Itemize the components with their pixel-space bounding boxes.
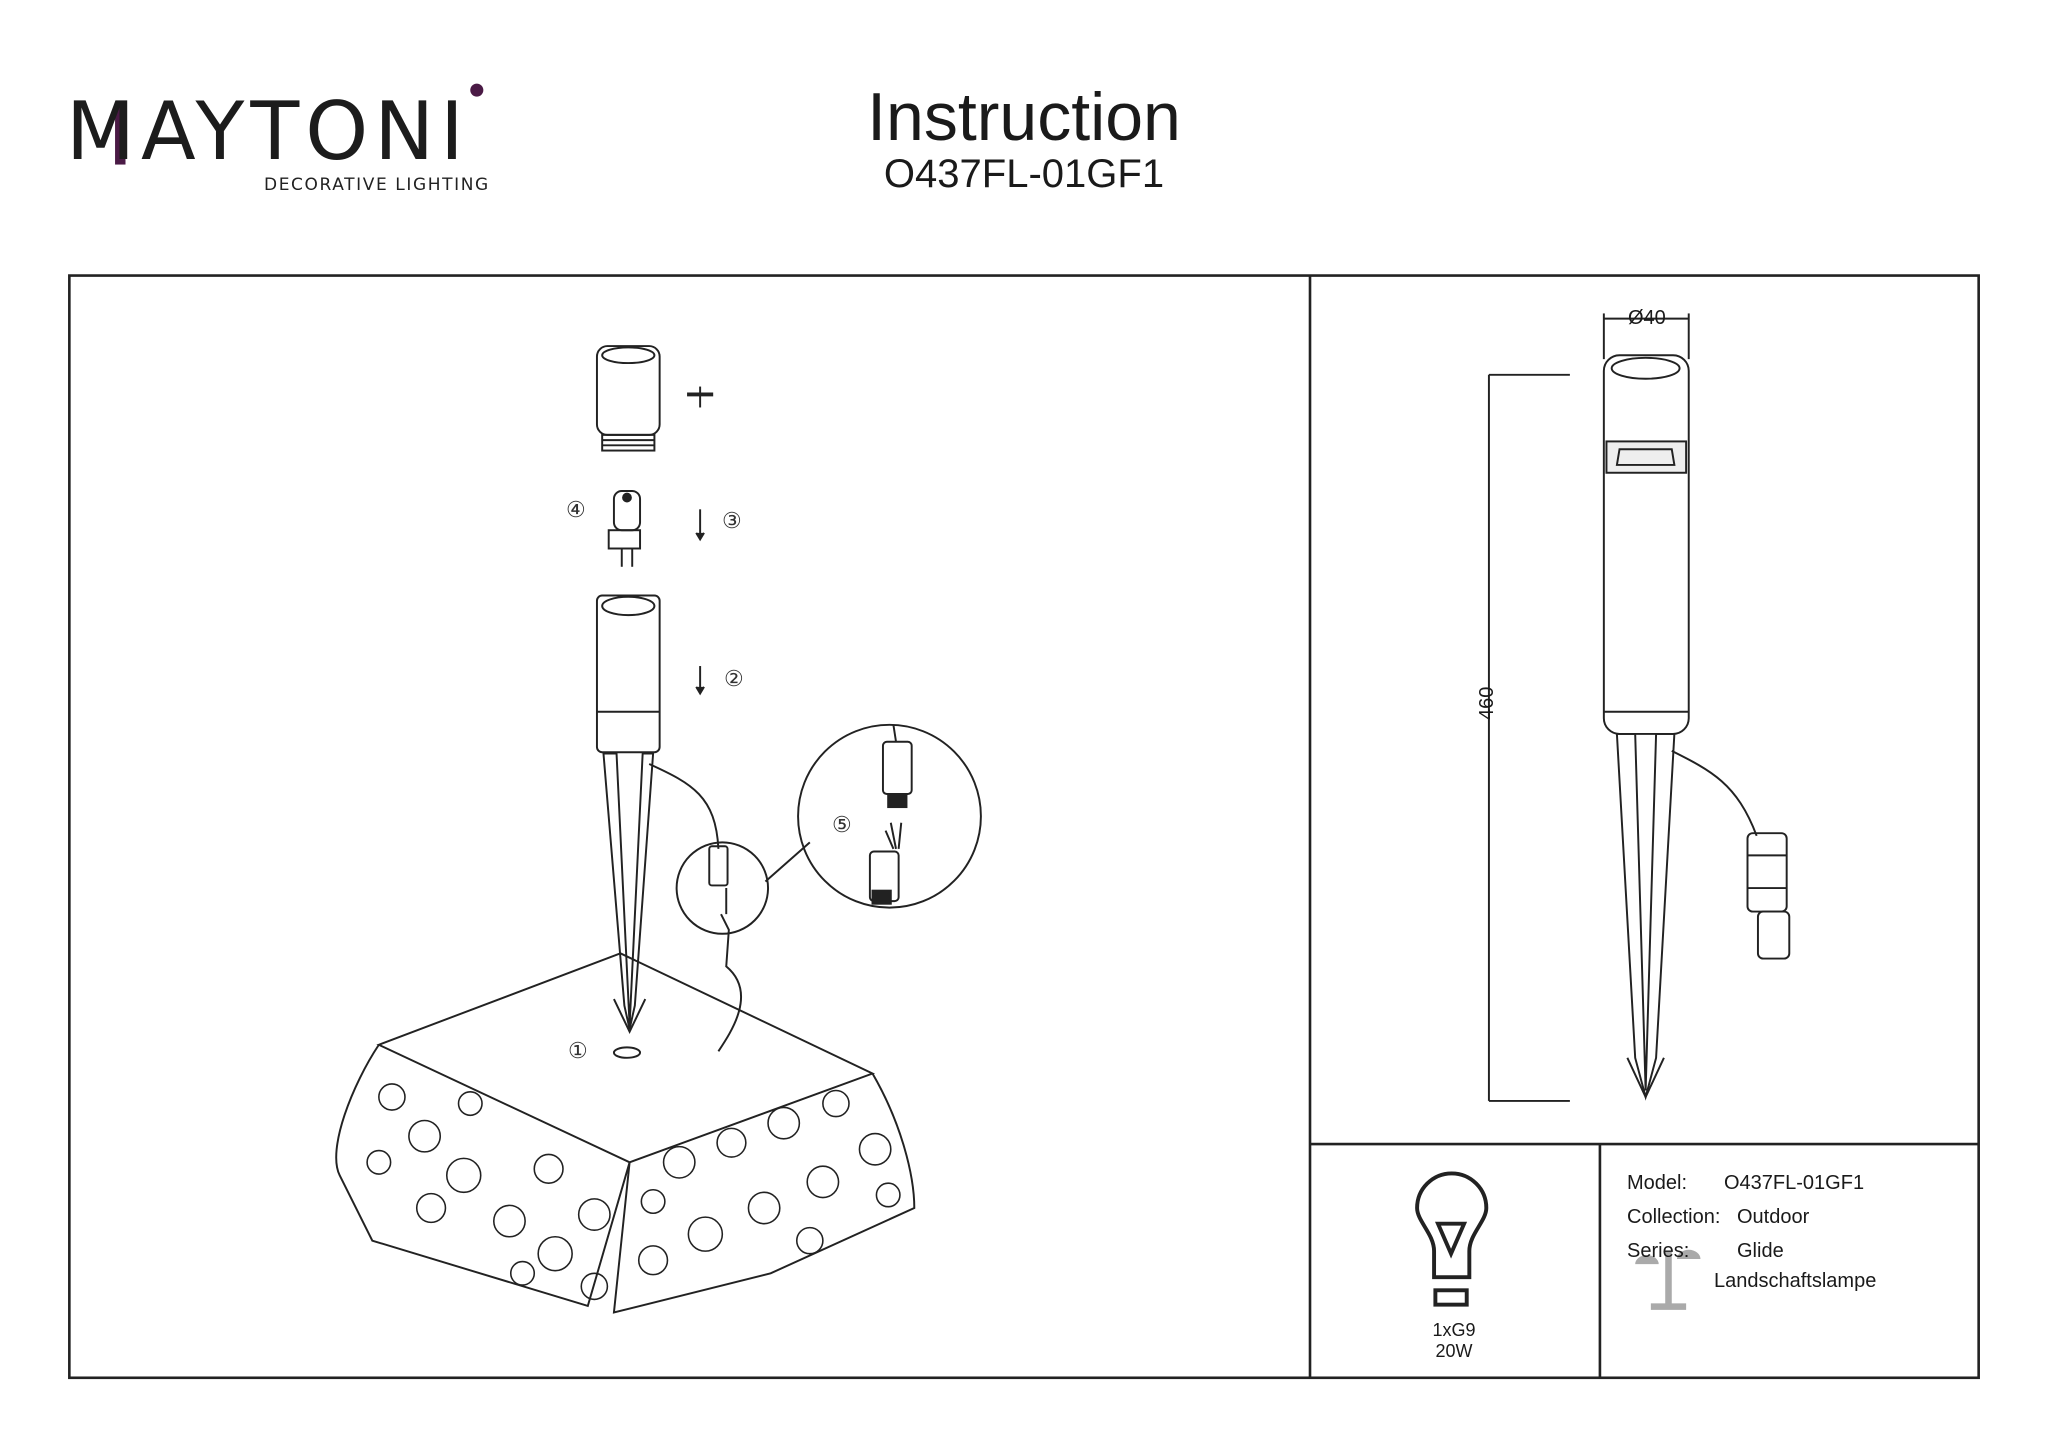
series-label: Series: [1627, 1240, 1690, 1262]
cable-drawing [717, 888, 743, 1052]
brand-logo: MAYTONI [66, 85, 470, 178]
collection-label: Collection: [1627, 1206, 1721, 1228]
model-code-header: O437FL-01GF1 [883, 152, 1165, 196]
connector-zoom-circle [797, 723, 982, 909]
landscape-lamp-icon [1635, 1249, 1701, 1310]
step-5-label: ⑤ [832, 812, 852, 837]
step-2-label: ② [724, 666, 744, 691]
model-value: O437FL-01GF1 [1724, 1172, 1865, 1194]
type-value: Landschaftslampe [1714, 1270, 1877, 1292]
dimension-drawing [1487, 313, 1791, 1102]
light-bulb-icon [1415, 1171, 1489, 1307]
screwdriver-icon [687, 386, 714, 408]
model-label: Model: [1627, 1172, 1688, 1194]
lamp-body-drawing [595, 594, 729, 1034]
step-3-label: ③ [722, 508, 742, 533]
g9-bulb-drawing [607, 490, 642, 567]
logo-accent-dot [470, 83, 484, 97]
step-4-label: ④ [566, 497, 586, 522]
logo-accent-bar [115, 107, 126, 165]
ground-drawing [335, 952, 916, 1314]
connector-zoom-drawing [868, 724, 913, 905]
series-value: Glide [1737, 1240, 1784, 1262]
diameter-dimension: Ø40 [1628, 307, 1666, 329]
height-dimension: 460 [1476, 686, 1498, 720]
page-title: Instruction [867, 79, 1181, 155]
lamp-cap-drawing [595, 345, 661, 452]
step-1-label: ① [568, 1038, 588, 1063]
content-frame [68, 274, 1980, 1380]
collection-value: Outdoor [1737, 1206, 1810, 1228]
brand-tagline: DECORATIVE LIGHTING [264, 175, 490, 195]
bulb-spec: 1xG9 20W [1432, 1320, 1476, 1361]
connector-detail-circle [675, 841, 770, 935]
